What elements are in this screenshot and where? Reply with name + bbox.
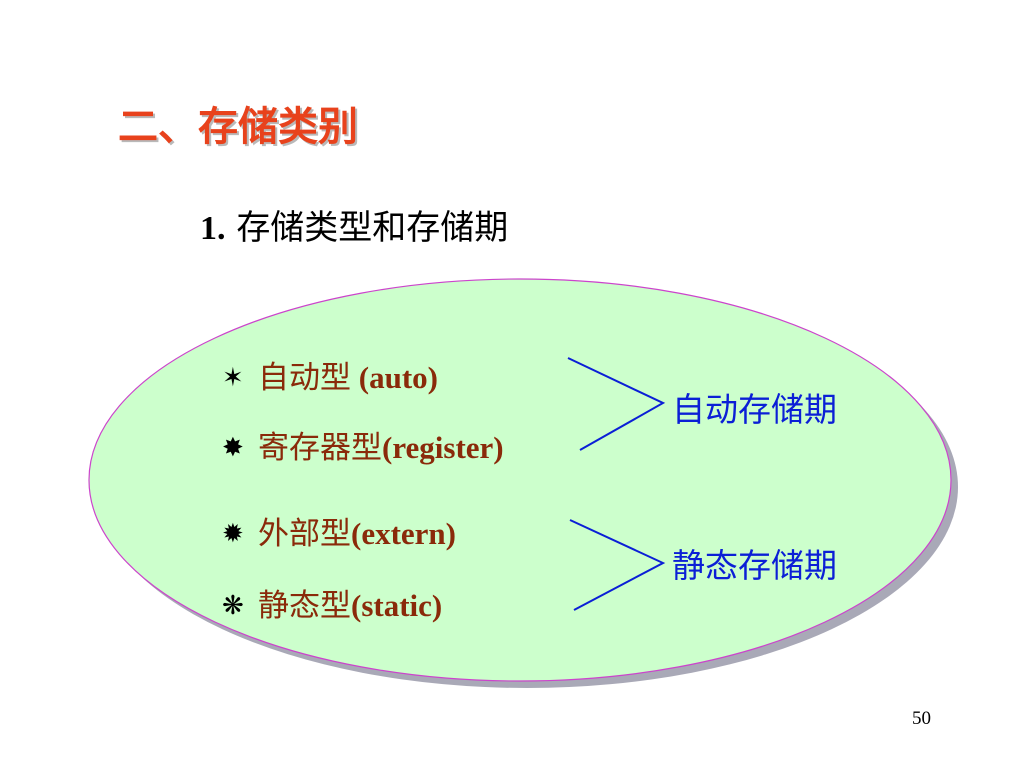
item-cn-label: 自动型 [258,360,351,396]
bracket-static [569,519,666,611]
star-bullet-icon: ✹ [222,519,244,549]
section-heading: 1. 存储类型和存储期 [200,200,508,249]
item-keyword: (auto) [351,360,438,395]
slide-title: 二、存储类别 [118,104,358,150]
star-bullet-icon: ✶ [222,363,244,393]
list-item-register: ✸ 寄存器型(register) [222,422,504,467]
item-cn-label: 外部型 [258,516,351,552]
section-heading-text: 存储类型和存储期 [236,208,509,248]
list-item-auto: ✶ 自动型 (auto) [222,352,438,397]
item-keyword: (extern) [351,516,456,551]
item-keyword: (static) [351,588,443,623]
ellipse-background [88,278,952,682]
list-item-static: ❋ 静态型(static) [222,580,442,625]
star-bullet-icon: ✸ [222,433,244,463]
page-number: 50 [912,708,931,729]
item-cn-label: 静态型 [258,588,351,624]
period-auto-label: 自动存储期 [672,390,837,429]
star-bullet-icon: ❋ [222,591,244,621]
section-number: 1. [200,210,226,247]
item-cn-label: 寄存器型 [258,430,382,466]
bracket-auto [567,357,666,451]
period-static-label: 静态存储期 [672,546,837,585]
list-item-extern: ✹ 外部型(extern) [222,508,456,553]
item-keyword: (register) [382,430,504,465]
